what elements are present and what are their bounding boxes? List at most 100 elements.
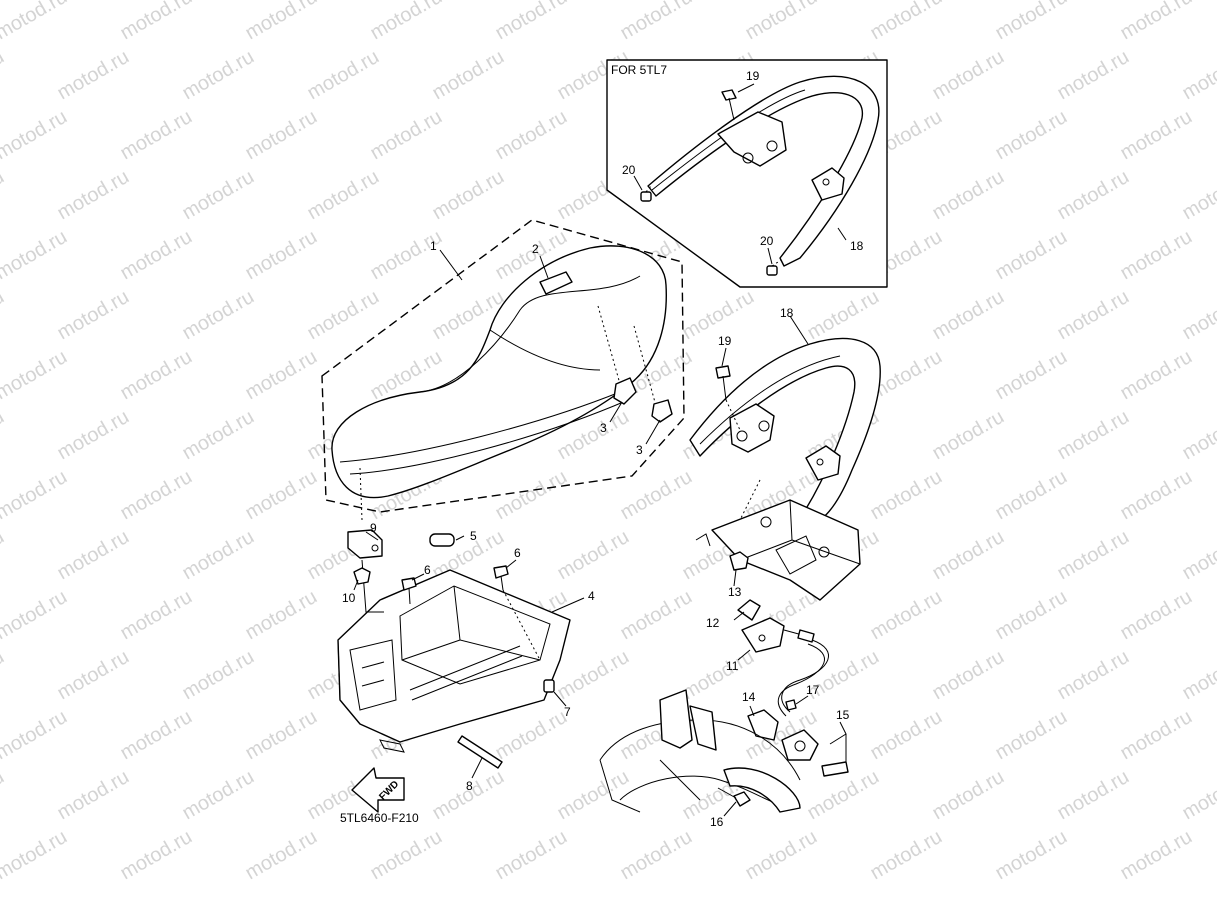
watermark-text: motod.ru xyxy=(1117,466,1196,525)
seat-assembly xyxy=(321,219,685,521)
nut-13 xyxy=(729,551,749,571)
watermark-text: motod.ru xyxy=(1117,586,1196,645)
watermark-text: motod.ru xyxy=(617,466,696,525)
callout-18: 18 xyxy=(850,239,864,253)
inset-cap-right xyxy=(766,259,782,276)
fwd-arrow: FWD xyxy=(351,767,405,813)
watermark-text: motod.ru xyxy=(367,226,446,285)
watermark-text: motod.ru xyxy=(554,766,633,825)
watermark-text: motod.ru xyxy=(929,526,1008,585)
watermark-text: motod.ru xyxy=(242,586,321,645)
watermark-text: motod.ru xyxy=(992,226,1071,285)
watermark-text: motod.ru xyxy=(242,826,321,885)
watermark-text: motod.ru xyxy=(179,46,258,105)
watermark-text: motod.ru xyxy=(992,826,1071,885)
watermark-text: motod.ru xyxy=(0,46,8,105)
watermark-text: motod.ru xyxy=(242,346,321,405)
watermark-text: motod.ru xyxy=(804,766,883,825)
watermark-text: motod.ru xyxy=(1117,346,1196,405)
watermark-text: motod.ru xyxy=(492,706,571,765)
callout-10: 10 xyxy=(342,591,356,605)
inset-bolt xyxy=(721,89,737,121)
watermark-text: motod.ru xyxy=(1179,166,1217,225)
callout-16: 16 xyxy=(710,815,724,829)
watermark-text: motod.ru xyxy=(929,646,1008,705)
watermark-text: motod.ru xyxy=(867,466,946,525)
callout-14: 14 xyxy=(742,690,756,704)
watermark-text: motod.ru xyxy=(179,646,258,705)
watermark-text: motod.ru xyxy=(0,226,71,285)
watermark-text: motod.ru xyxy=(117,586,196,645)
watermark-text: motod.ru xyxy=(0,526,8,585)
watermark-text: motod.ru xyxy=(0,706,71,765)
bolt-6-right xyxy=(493,565,541,661)
watermark-text: motod.ru xyxy=(429,46,508,105)
clip-7 xyxy=(543,679,555,693)
watermark-text: motod.ru xyxy=(429,166,508,225)
callout-lines xyxy=(353,83,847,817)
watermark-text: motod.ru xyxy=(554,646,633,705)
watermark-text: motod.ru xyxy=(242,0,321,44)
watermark-text: motod.ru xyxy=(0,586,71,645)
watermark-text: motod.ru xyxy=(179,166,258,225)
inset-title: FOR 5TL7 xyxy=(611,63,667,77)
callout-18: 18 xyxy=(780,306,794,320)
storage-box xyxy=(337,569,571,753)
callout-12: 12 xyxy=(706,616,720,630)
rod-8 xyxy=(457,735,503,769)
watermark-text: motod.ru xyxy=(117,706,196,765)
watermark-text: motod.ru xyxy=(367,106,446,165)
watermark-text: motod.ru xyxy=(1117,106,1196,165)
frame-plate xyxy=(695,479,861,601)
watermark-text: motod.ru xyxy=(1117,706,1196,765)
lock-cable xyxy=(777,639,830,717)
watermark-text: motod.ru xyxy=(492,106,571,165)
cap-5 xyxy=(429,533,455,547)
watermark-text: motod.ru xyxy=(742,0,821,44)
watermark-text: motod.ru xyxy=(54,46,133,105)
watermark-text: motod.ru xyxy=(117,466,196,525)
watermark-text: motod.ru xyxy=(117,226,196,285)
watermark-text: motod.ru xyxy=(992,466,1071,525)
bolt-16 xyxy=(717,787,751,807)
callout-6: 6 xyxy=(424,563,431,577)
watermark-text: motod.ru xyxy=(242,226,321,285)
watermark-text: motod.ru xyxy=(54,526,133,585)
callout-11: 11 xyxy=(726,659,739,673)
watermark-text: motod.ru xyxy=(242,106,321,165)
watermark-text: motod.ru xyxy=(867,706,946,765)
watermark-text: motod.ru xyxy=(304,166,383,225)
watermark-text: motod.ru xyxy=(429,766,508,825)
watermark-text: motod.ru xyxy=(1054,766,1133,825)
watermark-text: motod.ru xyxy=(179,526,258,585)
callout-20: 20 xyxy=(622,163,636,177)
callout-2: 2 xyxy=(532,242,539,256)
watermark-text: motod.ru xyxy=(617,0,696,44)
watermark-text: motod.ru xyxy=(992,0,1071,44)
holder-14 xyxy=(747,709,779,741)
watermark-text: motod.ru xyxy=(617,826,696,885)
callout-3: 3 xyxy=(600,421,607,435)
watermark-text: motod.ru xyxy=(0,106,71,165)
callout-13: 13 xyxy=(728,585,742,599)
watermark-text: motod.ru xyxy=(992,706,1071,765)
watermark-text: motod.ru xyxy=(0,406,8,465)
callout-1: 1 xyxy=(430,239,437,253)
watermark-text: motod.ru xyxy=(1179,46,1217,105)
watermark-text: motod.ru xyxy=(54,166,133,225)
callout-4: 4 xyxy=(588,589,595,603)
watermark-text: motod.ru xyxy=(304,286,383,345)
watermark-text: motod.ru xyxy=(117,346,196,405)
callout-7: 7 xyxy=(564,705,571,719)
watermark-text: motod.ru xyxy=(804,286,883,345)
watermark-text: motod.ru xyxy=(0,0,71,44)
watermark-text: motod.ru xyxy=(1054,46,1133,105)
watermark-text: motod.ru xyxy=(117,106,196,165)
watermark-text: motod.ru xyxy=(929,406,1008,465)
watermark-text: motod.ru xyxy=(867,826,946,885)
watermark-text: motod.ru xyxy=(492,826,571,885)
watermark-text: motod.ru xyxy=(929,46,1008,105)
watermark-text: motod.ru xyxy=(367,826,446,885)
watermark-text: motod.ru xyxy=(492,466,571,525)
